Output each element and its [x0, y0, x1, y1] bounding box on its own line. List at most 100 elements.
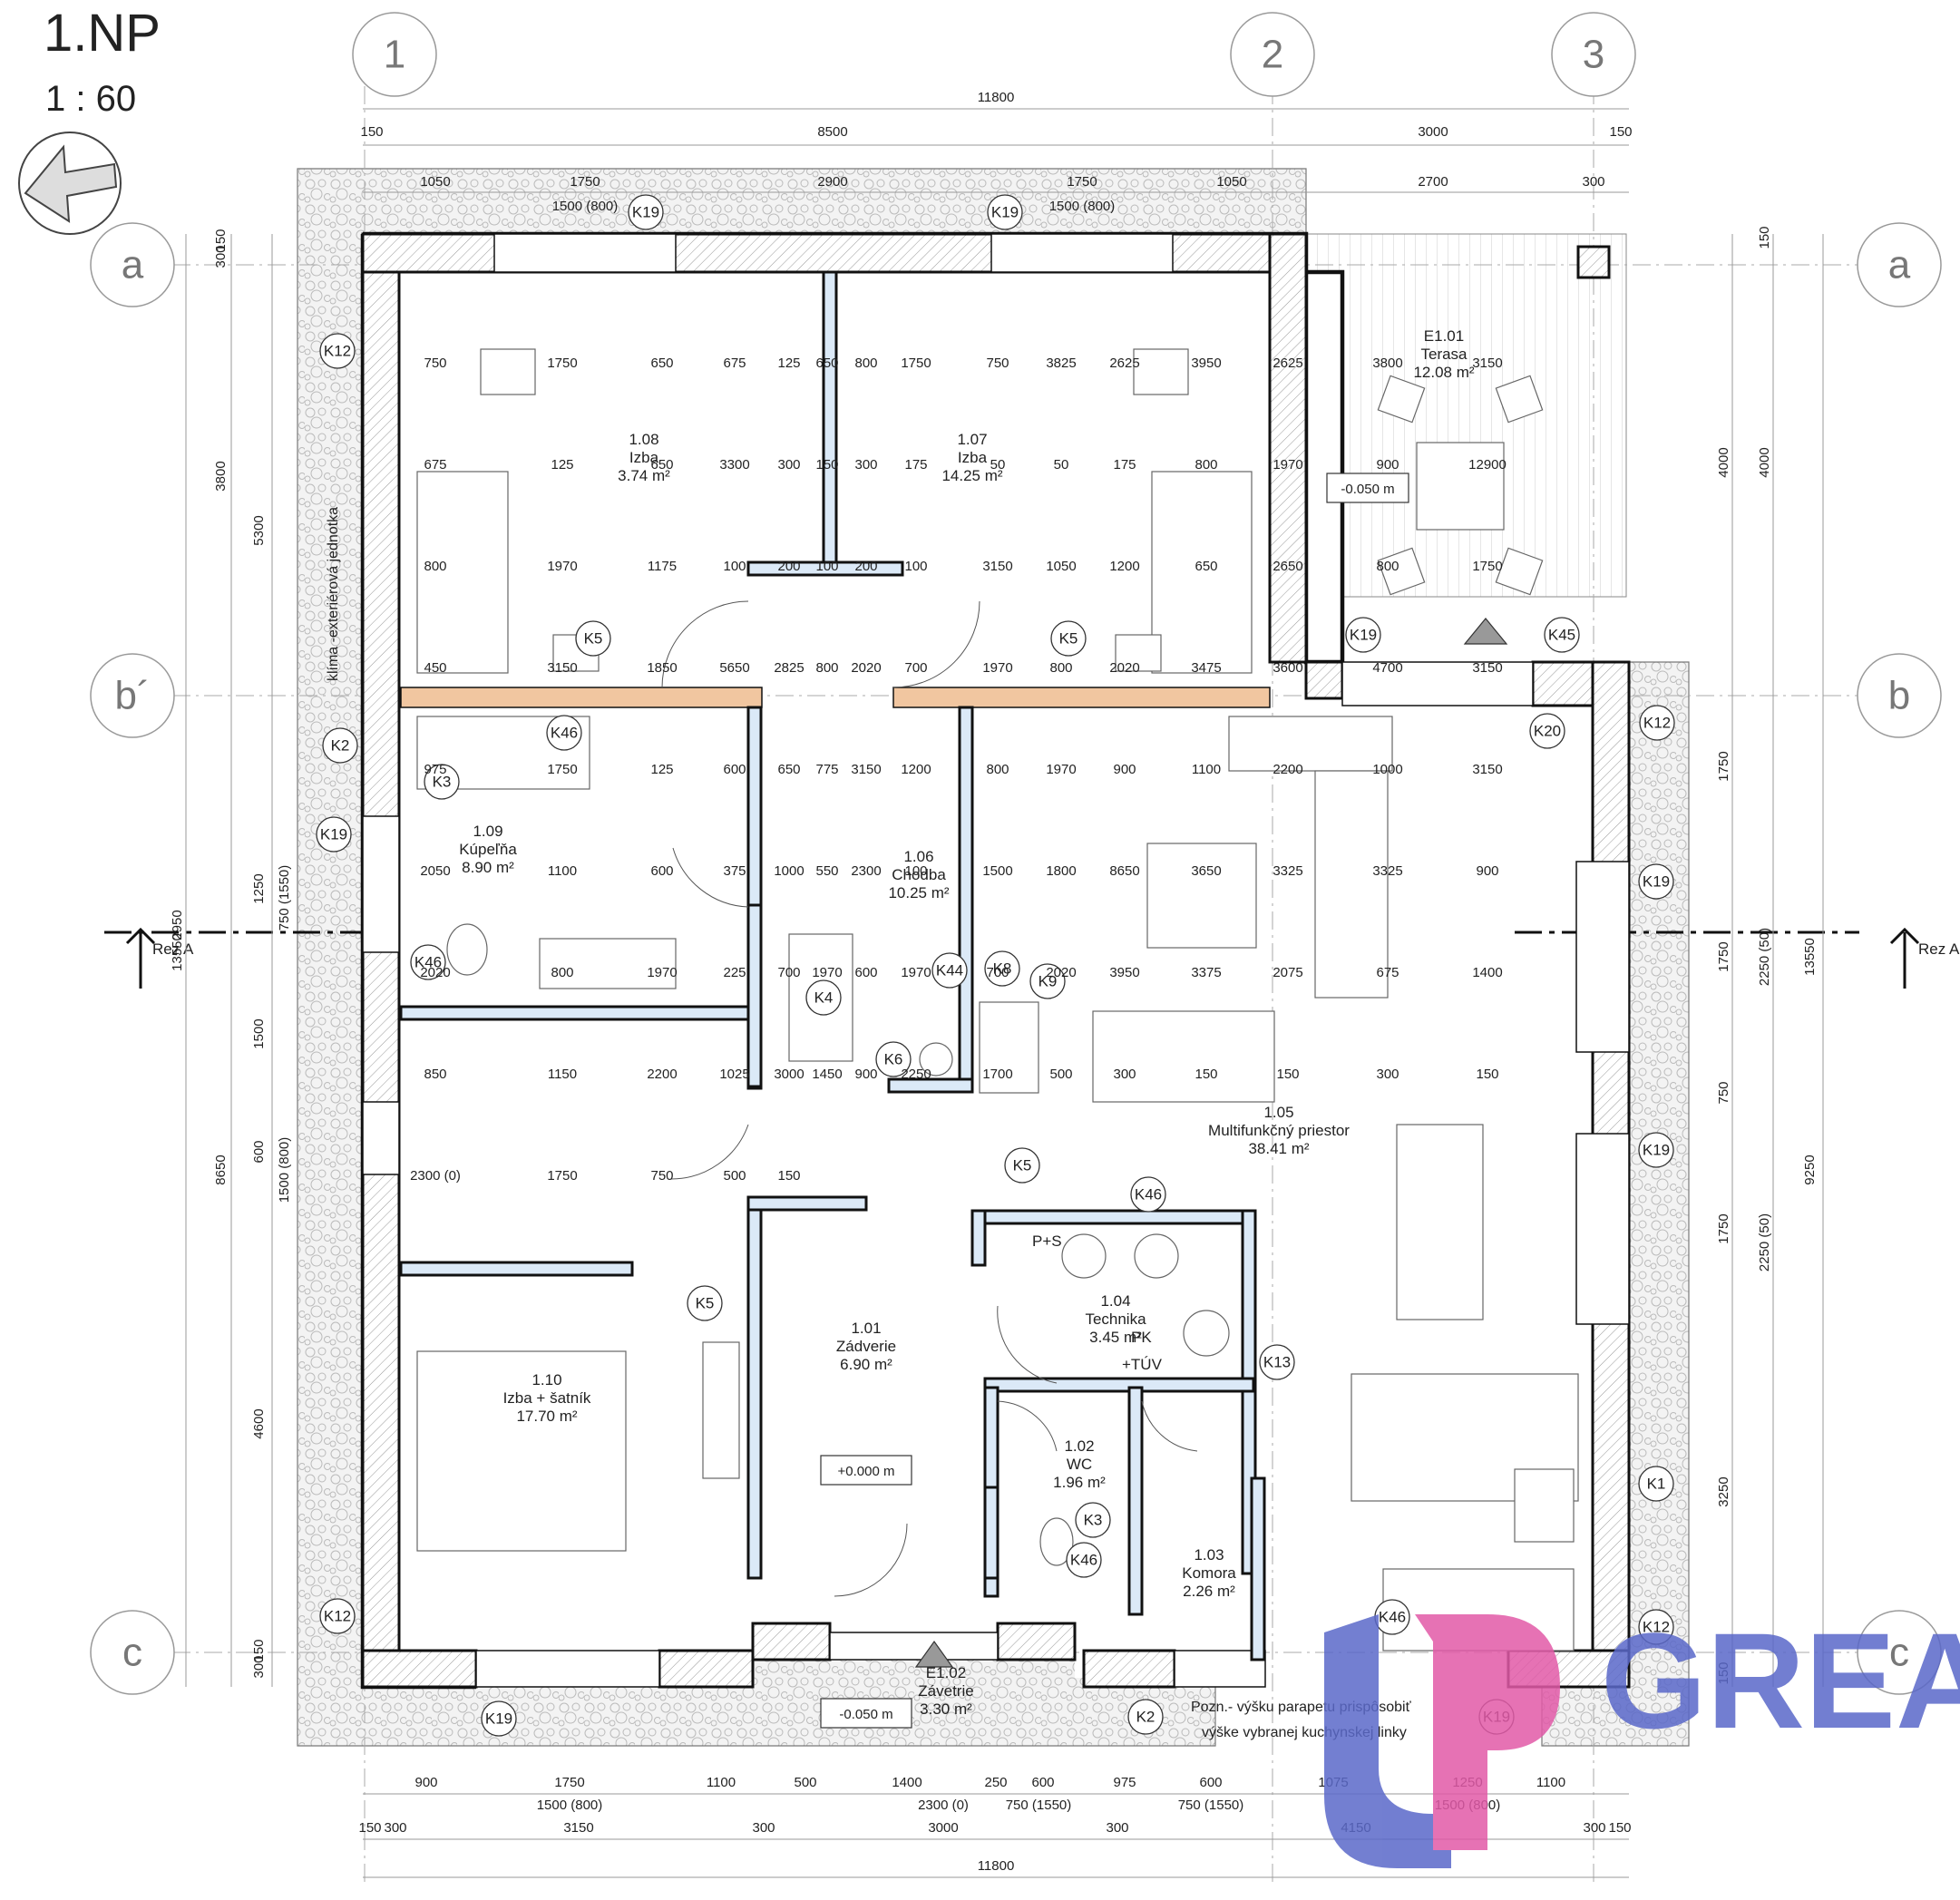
svg-text:K12: K12	[1643, 715, 1671, 732]
dimension-label: 2020	[1046, 965, 1076, 980]
dimension-label: 500	[1049, 1067, 1072, 1082]
dimension-label: 3150	[1472, 660, 1502, 676]
room-id: E1.02	[926, 1664, 966, 1681]
svg-text:K19: K19	[1643, 873, 1670, 891]
dimension-label: 2020	[1109, 660, 1139, 676]
dimension-label: 1500	[982, 863, 1012, 879]
dimension-label: 3600	[1273, 660, 1302, 676]
dimension-label: 1970	[547, 559, 577, 574]
svg-text:K19: K19	[991, 204, 1019, 221]
dimension-label: 1200	[901, 762, 931, 777]
svg-text:K5: K5	[1059, 630, 1078, 648]
room-id: 1.01	[851, 1320, 881, 1337]
dimension-label: 11800	[978, 1858, 1015, 1874]
dimension-label: 600	[1031, 1775, 1054, 1790]
dimension-label: 150	[815, 457, 838, 473]
terrace-door-arrow-icon	[1463, 618, 1508, 645]
dimension-label: 675	[723, 356, 746, 371]
element-tag: K5	[1004, 1147, 1040, 1184]
dimension-label: 2250	[901, 1067, 931, 1082]
svg-text:K46: K46	[414, 954, 442, 971]
room-name: Závetrie	[918, 1682, 973, 1700]
element-tag: K12	[1639, 705, 1675, 741]
room-area: 3.30 m²	[920, 1700, 972, 1718]
dimension-label: 750 (1550)	[1006, 1798, 1072, 1813]
room-name: Terasa	[1420, 346, 1468, 363]
dimension-label: 675	[1376, 965, 1399, 980]
svg-text:K2: K2	[1136, 1709, 1156, 1726]
room-name: Izba + šatník	[503, 1389, 591, 1407]
element-tag: K46	[1066, 1542, 1102, 1578]
dimension-label: 3825	[1046, 356, 1076, 371]
svg-text:K19: K19	[632, 204, 659, 221]
dimension-label: 1050	[1216, 174, 1246, 190]
room-area: 8.90 m²	[462, 859, 514, 876]
room-name: Multifunkčný priestor	[1208, 1122, 1350, 1139]
svg-text:K46: K46	[1135, 1186, 1162, 1203]
dimension-label: 4600	[251, 1408, 267, 1438]
svg-text:K4: K4	[814, 989, 834, 1007]
dimension-label: 4000	[1757, 447, 1772, 477]
svg-text:K46: K46	[551, 725, 578, 742]
dimension-label: 4000	[1716, 447, 1731, 477]
dimension-label: 300	[1582, 174, 1604, 190]
dimension-label: 3800	[213, 461, 229, 491]
dimension-label: 300	[1376, 1067, 1399, 1082]
dimension-label: 2020	[420, 965, 450, 980]
great-logo: GREAT	[1324, 1604, 1960, 1868]
dimension-label: 1750	[547, 1168, 577, 1184]
room-id: 1.06	[903, 848, 933, 865]
dimension-label: 1800	[1046, 863, 1076, 879]
exterior-walls	[360, 231, 1631, 1690]
dimension-label: 50	[1054, 457, 1069, 473]
svg-text:K45: K45	[1548, 627, 1575, 644]
element-tag: K19	[481, 1700, 517, 1737]
dimension-label: 9250	[1802, 1155, 1818, 1184]
axis-marker-a-left: a	[90, 222, 175, 307]
element-tag: K44	[931, 952, 968, 989]
dimension-label: 1750	[1716, 751, 1731, 781]
svg-text:a: a	[1888, 243, 1911, 287]
dimension-label: 2250 (50)	[1757, 928, 1772, 986]
dimension-label: 2650	[1273, 559, 1302, 574]
dimension-label: 1100	[707, 1775, 736, 1790]
terrace-column	[1576, 245, 1611, 279]
dimension-label: 11800	[978, 90, 1015, 105]
scale-label: 1 : 60	[45, 79, 136, 119]
svg-text:K12: K12	[1643, 1619, 1670, 1636]
section-line	[104, 927, 1920, 989]
dimension-label: 3325	[1372, 863, 1402, 879]
dimension-label: 3375	[1191, 965, 1221, 980]
dimension-label: 125	[650, 762, 673, 777]
room-name: Izba	[958, 449, 988, 466]
svg-text:-0.050 m: -0.050 m	[839, 1707, 892, 1722]
dimension-label: 3000	[774, 1067, 804, 1082]
dimension-label: 1700	[982, 1067, 1012, 1082]
dimension-label: 750 (1550)	[1178, 1798, 1244, 1813]
dimension-label: 850	[424, 1067, 446, 1082]
axis-marker-c-left: c	[90, 1610, 175, 1695]
dimension-label: 200	[854, 559, 877, 574]
svg-text:K2: K2	[331, 737, 350, 755]
svg-text:K19: K19	[1350, 627, 1377, 644]
dimension-label: 900	[854, 1067, 877, 1082]
level-marker: +0.000 m	[820, 1455, 912, 1486]
dimension-label: 8650	[1109, 863, 1139, 879]
dimension-label: 3150	[563, 1820, 593, 1836]
svg-text:b: b	[1888, 674, 1910, 718]
dimension-label: 300	[854, 457, 877, 473]
element-tag: K19	[1345, 617, 1381, 653]
svg-text:c: c	[122, 1631, 142, 1675]
dimension-label: 3950	[1191, 356, 1221, 371]
room-area: 10.25 m²	[888, 884, 949, 901]
room-id: 1.09	[473, 823, 502, 840]
dimension-label: 3150	[1472, 762, 1502, 777]
dimension-label: 300	[1106, 1820, 1128, 1836]
dimension-label: 8650	[213, 1155, 229, 1184]
dimension-label: 700	[904, 660, 927, 676]
dimension-label: 1500 (800)	[1049, 199, 1116, 214]
dimension-label: 150	[1757, 226, 1772, 248]
